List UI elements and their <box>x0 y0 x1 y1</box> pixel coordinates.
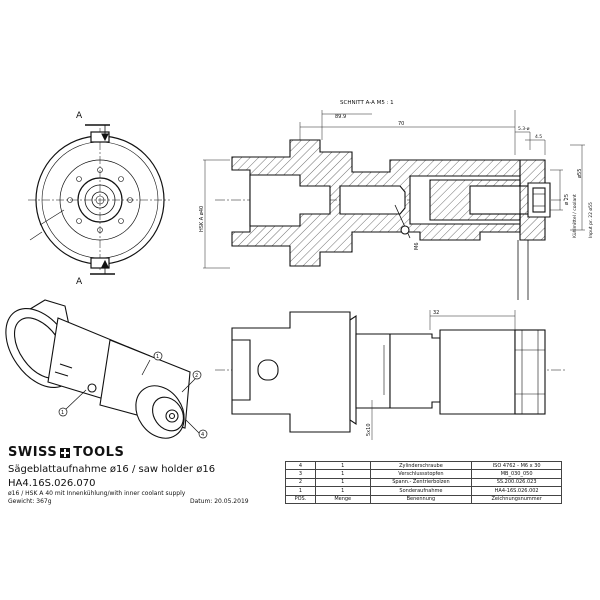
callout-1b: 1 <box>61 410 64 416</box>
bom-qty: 1 <box>314 469 371 479</box>
section-label: SCHNITT A-A M5 : 1 <box>340 100 394 106</box>
bom-desc: Sonderaufnahme <box>369 486 473 496</box>
front-view <box>28 128 170 270</box>
brand-right: TOOLS <box>73 445 125 460</box>
swiss-cross-icon <box>60 447 71 458</box>
bom-row: 4 1 Zylinderschraube ISO 4762 - M6 x 30 <box>285 460 562 471</box>
weight-text: Gewicht: 367g <box>8 498 52 505</box>
product-name: Sägeblattaufnahme ø16 / saw holder ø16 <box>8 464 216 475</box>
cut-marker-bottom: A <box>76 277 83 287</box>
bom-header-desc: Benennung <box>369 494 473 504</box>
bom-drawing-no: MB_030_050 <box>471 469 562 479</box>
bom-row: 2 1 Spann.- Zentrierbolzen SS.200.026.02… <box>285 477 562 488</box>
dimension-lines-bottom <box>371 310 516 440</box>
section-cut-line <box>85 124 115 275</box>
bill-of-materials: 4 1 Zylinderschraube ISO 4762 - M6 x 30 … <box>285 460 562 504</box>
bom-row: 1 1 Sonderaufnahme HA4-16S.026.002 <box>285 486 562 496</box>
bom-pos: 2 <box>285 477 316 488</box>
dim-m6: M6 <box>414 243 420 251</box>
article-number: HA4.16S.026.070 <box>8 478 96 489</box>
section-view <box>215 139 565 300</box>
bom-desc: Zylinderschraube <box>369 460 473 471</box>
dim-4-5: 4.5 <box>535 134 542 140</box>
bom-header: POS. Menge Benennung Zeichnungsnummer <box>285 494 562 504</box>
side-view <box>215 311 565 433</box>
spec-text: ø16 / HSK A 40 mit Innenkühlung/with inn… <box>8 490 186 497</box>
bom-qty: 1 <box>314 460 371 471</box>
dim-d25: ø 25 <box>564 194 570 205</box>
callout-1: 1 <box>156 354 159 360</box>
callouts <box>58 351 208 439</box>
side-label-2: Input pr. 22 ø55 <box>588 202 594 238</box>
bom-header-pos: POS. <box>285 494 316 504</box>
isometric-view <box>5 299 191 439</box>
callout-4: 4 <box>201 432 204 438</box>
bom-header-drawing-no: Zeichnungsnummer <box>471 494 562 504</box>
bom-pos: 4 <box>285 460 316 471</box>
bom-qty: 1 <box>314 486 371 496</box>
dim-hsk: HSK A ø40 <box>199 206 205 232</box>
bom-qty: 1 <box>314 477 371 488</box>
cut-marker-top: A <box>76 111 83 121</box>
brand-logo: SWISS TOOLS <box>8 445 124 460</box>
bom-pos: 3 <box>285 469 316 479</box>
dim-d55: ø55 <box>577 169 583 178</box>
dim-32: 32 <box>433 310 439 316</box>
dim-70: 70 <box>398 121 404 127</box>
brand-left: SWISS <box>8 445 58 460</box>
dim-89-9: 89.9 <box>335 114 346 120</box>
bom-drawing-no: HA4-16S.026.002 <box>471 486 562 496</box>
bom-desc: Spann.- Zentrierbolzen <box>369 477 473 488</box>
dim-side: 5x10 <box>366 423 372 436</box>
bom-drawing-no: ISO 4762 - M6 x 30 <box>471 460 562 471</box>
bom-pos: 1 <box>285 486 316 496</box>
bom-row: 3 1 Verschlussstopfen MB_030_050 <box>285 469 562 479</box>
date-text: Datum: 20.05.2019 <box>190 498 249 505</box>
callout-2: 2 <box>195 373 198 379</box>
bom-desc: Verschlussstopfen <box>369 469 473 479</box>
bom-header-qty: Menge <box>314 494 371 504</box>
dim-5-3: 5.3-ø <box>518 126 530 132</box>
dimension-lines-top <box>203 110 585 269</box>
side-label-1: Kühlmittel / coolant <box>572 194 578 238</box>
bom-drawing-no: SS.200.026.023 <box>471 477 562 488</box>
